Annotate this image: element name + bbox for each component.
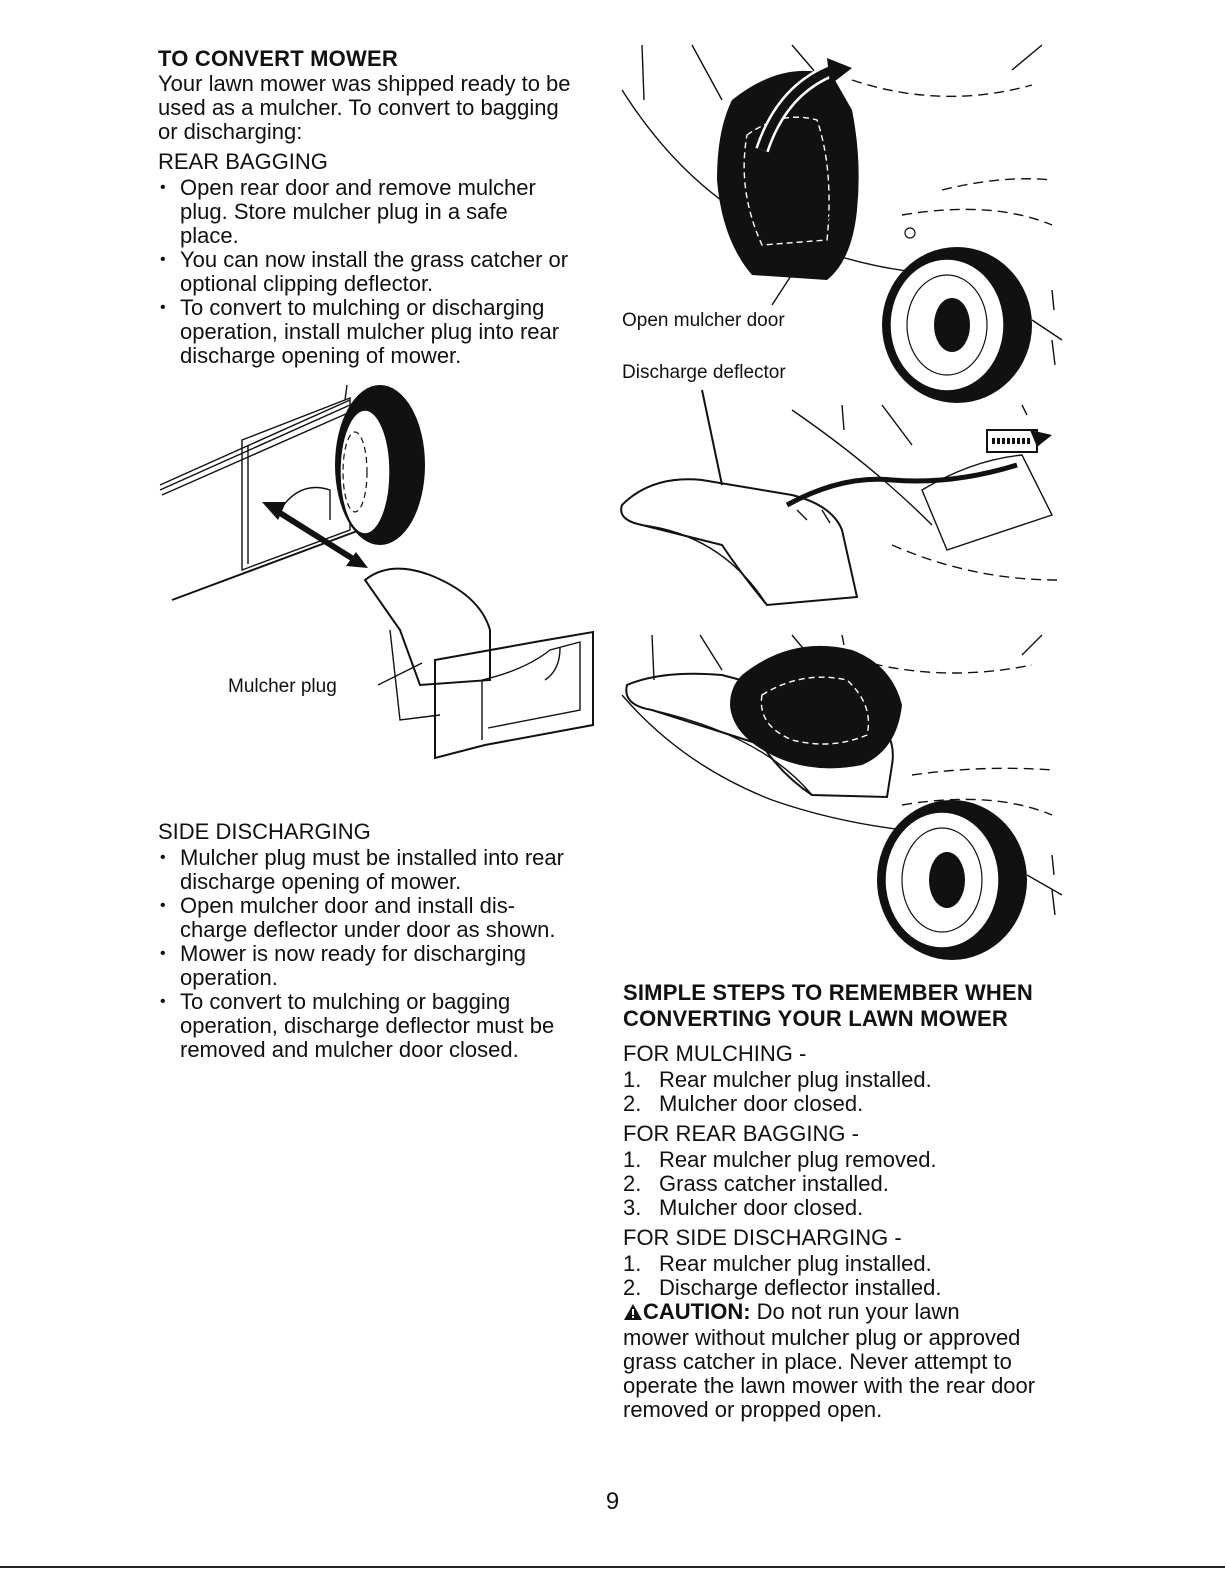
list-item: Open mulcher door and install dis- charg… bbox=[158, 894, 598, 942]
list-item: You can now install the grass catcher or… bbox=[158, 248, 598, 296]
open-door-figure: Open mulcher door Discharge deflector bbox=[612, 40, 1067, 410]
convert-title: TO CONVERT MOWER bbox=[158, 46, 398, 71]
intro-line-3: or discharging: bbox=[158, 119, 303, 144]
side-discharging-section: SIDE DISCHARGING Mulcher plug must be in… bbox=[158, 820, 598, 1062]
side-discharging-steps-heading: FOR SIDE DISCHARGING - bbox=[623, 1225, 902, 1250]
intro-line-1: Your lawn mower was shipped ready to be bbox=[158, 71, 571, 96]
steps-title-line-1: SIMPLE STEPS TO REMEMBER WHEN bbox=[623, 980, 1033, 1005]
mulcher-plug-figure: Mulcher plug bbox=[150, 380, 610, 800]
page-number: 9 bbox=[605, 1488, 620, 1515]
list-item: Mower is now ready for discharging opera… bbox=[158, 942, 598, 990]
list-item: 2.Discharge deflector installed. bbox=[623, 1275, 942, 1300]
convert-section: TO CONVERT MOWER Your lawn mower was shi… bbox=[158, 46, 598, 368]
caution-block: CAUTION: Do not run your lawn mower with… bbox=[623, 1300, 1063, 1422]
open-door-label: Open mulcher door bbox=[622, 310, 785, 331]
side-discharging-list: Mulcher plug must be installed into rear… bbox=[158, 846, 598, 1062]
list-item: 1.Rear mulcher plug installed. bbox=[623, 1251, 932, 1276]
list-item: To convert to mulching or bagging operat… bbox=[158, 990, 598, 1062]
caution-first-line: CAUTION: Do not run your lawn bbox=[623, 1300, 1063, 1326]
discharge-deflector-illustration bbox=[620, 389, 1058, 607]
deflector-installed-figure bbox=[612, 625, 1067, 980]
discharge-deflector-figure bbox=[612, 385, 1067, 610]
intro-line-2: used as a mulcher. To convert to bagging bbox=[158, 95, 559, 120]
caution-text-2: mower without mulcher plug or approved bbox=[623, 1325, 1021, 1350]
list-item: 2.Mulcher door closed. bbox=[623, 1091, 864, 1116]
list-item: To convert to mulching or discharging op… bbox=[158, 296, 598, 368]
list-item: 1.Rear mulcher plug installed. bbox=[623, 1067, 932, 1092]
side-discharging-heading: SIDE DISCHARGING bbox=[158, 819, 371, 844]
list-item: 1.Rear mulcher plug removed. bbox=[623, 1147, 937, 1172]
caution-text-1: Do not run your lawn bbox=[750, 1299, 960, 1324]
mulching-heading: FOR MULCHING - bbox=[623, 1041, 807, 1066]
rear-bagging-heading: REAR BAGGING bbox=[158, 149, 328, 174]
caution-text-3: grass catcher in place. Never attempt to bbox=[623, 1349, 1012, 1374]
side-discharging-steps-list: 1.Rear mulcher plug installed. 2.Dischar… bbox=[623, 1252, 1063, 1300]
caution-text-5: removed or propped open. bbox=[623, 1397, 883, 1422]
rear-bagging-list: Open rear door and remove mulcher plug. … bbox=[158, 176, 598, 368]
list-item: 2.Grass catcher installed. bbox=[623, 1171, 889, 1196]
deflector-installed-illustration bbox=[621, 634, 1063, 960]
caution-text-4: operate the lawn mower with the rear doo… bbox=[623, 1373, 1036, 1398]
open-door-illustration bbox=[621, 44, 1063, 403]
discharge-deflector-label: Discharge deflector bbox=[622, 362, 786, 383]
mulcher-plug-label: Mulcher plug bbox=[228, 676, 337, 697]
steps-section: SIMPLE STEPS TO REMEMBER WHEN CONVERTING… bbox=[623, 980, 1063, 1422]
bottom-rule bbox=[0, 1566, 1225, 1568]
rear-bagging-steps-heading: FOR REAR BAGGING - bbox=[623, 1121, 859, 1146]
steps-title-line-2: CONVERTING YOUR LAWN MOWER bbox=[623, 1006, 1008, 1031]
list-item: Mulcher plug must be installed into rear… bbox=[158, 846, 598, 894]
list-item: Open rear door and remove mulcher plug. … bbox=[158, 176, 598, 248]
mulcher-plug-illustration bbox=[159, 384, 594, 760]
rear-bagging-steps-list: 1.Rear mulcher plug removed. 2.Grass cat… bbox=[623, 1148, 1063, 1220]
caution-label: CAUTION: bbox=[643, 1299, 751, 1324]
warning-triangle-icon bbox=[623, 1302, 643, 1326]
mulching-list: 1.Rear mulcher plug installed. 2.Mulcher… bbox=[623, 1068, 1063, 1116]
list-item: 3.Mulcher door closed. bbox=[623, 1195, 864, 1220]
